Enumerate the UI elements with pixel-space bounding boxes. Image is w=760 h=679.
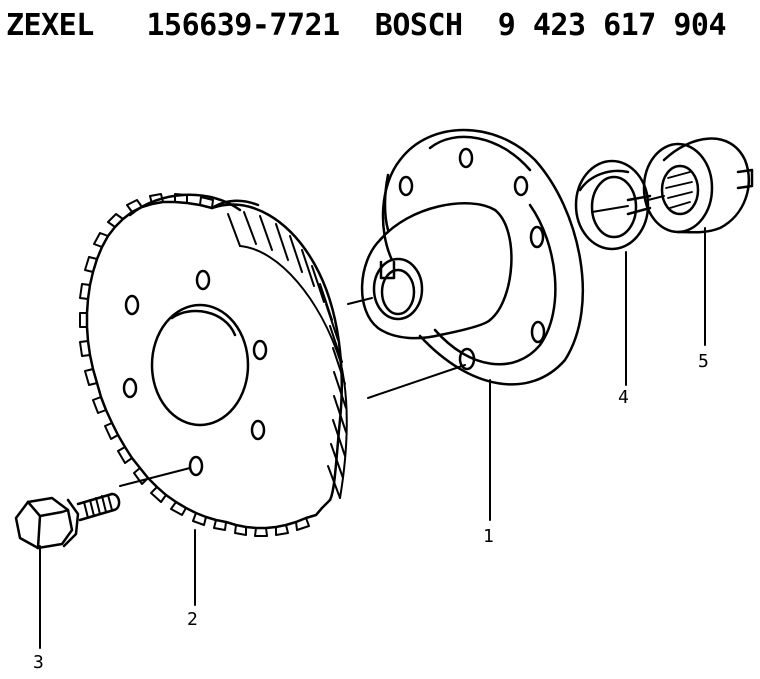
callout-5: 5 — [698, 351, 709, 372]
callout-3: 3 — [33, 652, 44, 673]
parts-header: ZEXEL 156639-7721 BOSCH 9 423 617 904 — [6, 8, 727, 43]
callout-1: 1 — [483, 526, 494, 547]
slotted-nut — [642, 137, 754, 234]
hub-flange — [360, 128, 585, 386]
callout-4: 4 — [618, 387, 629, 408]
hex-bolt — [14, 492, 121, 550]
bolt-alignment-line — [119, 467, 191, 487]
timing-gear — [79, 193, 348, 537]
lock-washer — [574, 159, 652, 251]
washer-nut-line — [647, 195, 665, 201]
leader-lines — [39, 227, 706, 649]
alignment-lines — [347, 297, 466, 399]
callout-2: 2 — [187, 609, 198, 630]
